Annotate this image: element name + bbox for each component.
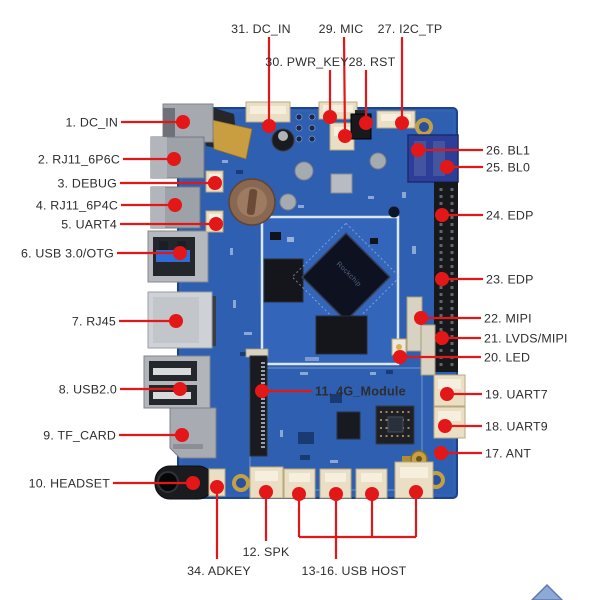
leader-9-tf-card: [119, 428, 189, 442]
label-30-pwr-key: 30. PWR_KEY: [265, 55, 348, 69]
leader-22-mipi: [414, 311, 481, 325]
label-11-4g-module: 11. 4G_Module: [315, 385, 406, 399]
label-34-adkey: 34. ADKEY: [187, 564, 251, 578]
label-27-i2c-tp: 27. I2C_TP: [378, 22, 443, 36]
label-3-debug: 3. DEBUG: [58, 177, 117, 191]
leader-23-edp: [435, 272, 483, 286]
leader-3-debug: [120, 176, 222, 190]
label-17-ant: 17. ANT: [485, 447, 531, 461]
solder-holes: [295, 113, 316, 143]
backlight-connector: [407, 134, 459, 183]
via-hole: [388, 206, 400, 218]
label-26-bl1: 26. BL1: [486, 144, 530, 158]
leader-26-bl1: [411, 143, 483, 157]
label-9-tf-card: 9. TF_CARD: [43, 429, 116, 443]
inductors: [279, 152, 387, 211]
emmc-chip: [315, 315, 368, 355]
coin-battery: [228, 178, 276, 226]
leader-7-rj45: [119, 314, 183, 328]
leader-4-rj11-6p4c: [121, 198, 182, 212]
4g-module-socket: [245, 348, 269, 457]
leader-8-usb2: [120, 382, 187, 396]
leader-29-mic: [338, 36, 352, 143]
leader-5-uart4: [120, 217, 223, 231]
leader-28-rst: [359, 70, 373, 130]
label-31-dc-in: 31. DC_IN: [231, 22, 291, 36]
lvds-mipi-connector: [420, 324, 436, 376]
shield-small-parts: [270, 232, 378, 361]
label-25-bl0: 25. BL0: [486, 161, 530, 175]
usb-host-connector-15: [355, 468, 388, 499]
leader-1-dc-in: [121, 115, 190, 129]
dark-components-scatter: [236, 170, 393, 460]
leader-12-spk: [259, 485, 273, 541]
leader-25-bl0: [440, 160, 483, 174]
leader-6-usb3-otg: [117, 246, 187, 260]
label-22-mipi: 22. MIPI: [484, 312, 532, 326]
usb-host-connector-16: [394, 461, 434, 499]
leader-31-dc-in: [262, 37, 276, 133]
scroll-top-arrow-icon[interactable]: [530, 583, 564, 600]
label-18-uart9: 18. UART9: [485, 420, 548, 434]
tf-card-slot: [169, 407, 217, 459]
label-2-rj11-6p6c: 2. RJ11_6P6C: [38, 153, 120, 167]
label-1-dc-in: 1. DC_IN: [65, 116, 118, 130]
label-24-edp: 24. EDP: [486, 209, 534, 223]
label-5-uart4: 5. UART4: [61, 218, 117, 232]
leader-18-uart9: [438, 419, 482, 433]
label-23-edp: 23. EDP: [486, 273, 534, 287]
annotation-leaders: [113, 36, 483, 559]
label-7-rj45: 7. RJ45: [72, 315, 116, 329]
soc-chip: Rockchip: [291, 222, 401, 332]
leader-11-4g-module: [255, 384, 312, 398]
leader-21-lvds-mipi: [435, 331, 481, 345]
label-10-headset: 10. HEADSET: [29, 477, 111, 491]
label-12-spk: 12. SPK: [243, 545, 290, 559]
label-texts: 1. DC_IN 2. RJ11_6P6C 3. DEBUG 4. RJ11_6…: [21, 22, 568, 578]
label-6-usb3-otg: 6. USB 3.0/OTG: [21, 247, 114, 261]
leader-10-headset: [113, 476, 200, 490]
rj11-6p4c-jack: [150, 186, 201, 229]
label-20-led: 20. LED: [484, 351, 530, 365]
label-21-lvds-mipi: 21. LVDS/MIPI: [484, 332, 568, 346]
label-4-rj11-6p4c: 4. RJ11_6P4C: [36, 199, 118, 213]
leader-34-adkey: [210, 480, 224, 559]
label-29-mic: 29. MIC: [319, 22, 364, 36]
leader-2-rj11-6p6c: [123, 152, 181, 166]
small-chip: [336, 411, 361, 440]
label-13-16-usb-host: 13-16. USB HOST: [302, 564, 407, 578]
leader-30-pwr-key: [323, 70, 337, 124]
ram-chip: [263, 258, 304, 303]
label-19-uart7: 19. UART7: [485, 388, 548, 402]
leader-24-edp: [435, 208, 483, 222]
leader-13-16-usb-host: [292, 485, 423, 559]
leader-19-uart7: [440, 387, 482, 401]
label-28-rst: 28. RST: [349, 55, 396, 69]
silkscreen-marks: [222, 160, 416, 463]
wifi-module: [375, 405, 415, 445]
usb2-port: [143, 355, 211, 409]
label-8-usb2: 8. USB2.0: [59, 383, 117, 397]
leader-20-led: [393, 350, 481, 364]
leader-17-ant: [434, 446, 482, 460]
capacitor: [271, 128, 295, 152]
leader-27-i2c-tp: [395, 37, 409, 130]
